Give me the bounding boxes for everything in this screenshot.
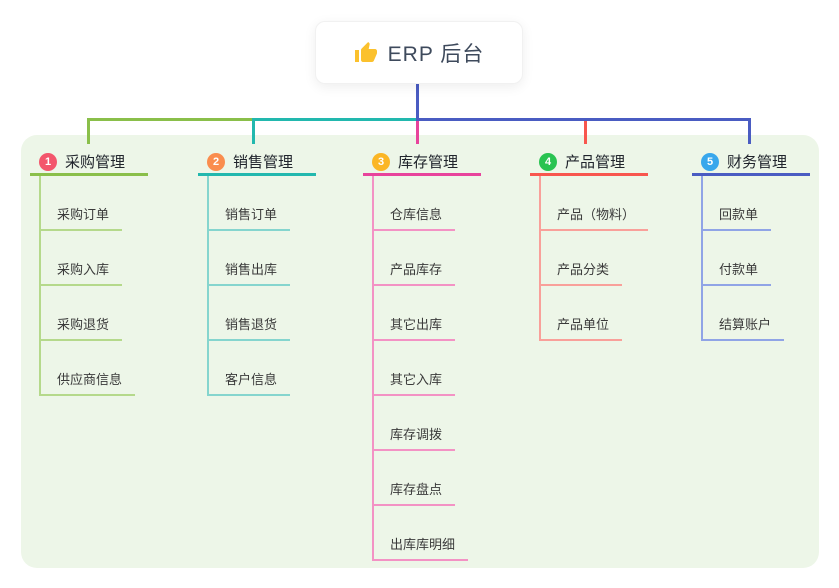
child-node-label: 库存盘点 [390,482,443,497]
child-node-label: 库存调拨 [390,427,443,442]
child-node[interactable]: 库存盘点 [372,476,456,506]
branch-label: 采购管理 [65,154,126,171]
thumbs-up-icon [354,41,378,65]
child-node-label: 采购入库 [57,262,110,277]
child-node[interactable]: 仓库信息 [372,201,456,231]
branches-panel [21,135,819,568]
child-node-label: 销售退货 [225,317,278,332]
child-node[interactable]: 付款单 [701,256,772,286]
branch-node-1[interactable]: 1 采购管理 [30,150,148,176]
child-node[interactable]: 结算账户 [701,311,785,341]
branch-trunk-line-4 [539,176,541,341]
branch-trunk-line-3 [372,176,374,561]
child-node-label: 销售订单 [225,207,278,222]
child-node-label: 产品分类 [557,262,610,277]
child-node[interactable]: 销售订单 [207,201,291,231]
branch-drop-4 [584,121,587,144]
branch-drop-3 [416,121,419,144]
child-node[interactable]: 库存调拨 [372,421,456,451]
bus-segment-2 [252,118,419,121]
bus-segment-3 [416,118,751,121]
child-node[interactable]: 其它出库 [372,311,456,341]
child-node[interactable]: 出库库明细 [372,531,469,561]
root-stem-line [416,84,419,121]
branch-number-badge: 4 [539,152,557,171]
branch-node-2[interactable]: 2 销售管理 [198,150,316,176]
child-node[interactable]: 其它入库 [372,366,456,396]
child-node[interactable]: 采购订单 [39,201,123,231]
child-node[interactable]: 销售出库 [207,256,291,286]
child-node-label: 其它入库 [390,372,443,387]
child-node-label: 仓库信息 [390,207,443,222]
child-node[interactable]: 销售退货 [207,311,291,341]
root-node-label: ERP 后台 [387,42,485,66]
child-node-label: 产品库存 [390,262,443,277]
branch-label: 财务管理 [727,154,788,171]
branch-number-badge: 1 [39,152,57,171]
bus-segment-1 [87,118,254,121]
child-node-label: 销售出库 [225,262,278,277]
child-node[interactable]: 产品分类 [539,256,623,286]
branch-number-badge: 3 [372,152,390,171]
root-node[interactable]: ERP 后台 [315,21,523,84]
child-node[interactable]: 采购退货 [39,311,123,341]
child-node-label: 出库库明细 [390,537,456,552]
branch-number-badge: 5 [701,152,719,171]
child-node-label: 付款单 [719,262,759,277]
child-node[interactable]: 产品单位 [539,311,623,341]
branch-number-badge: 2 [207,152,225,171]
child-node-label: 结算账户 [719,317,772,332]
child-node-label: 采购退货 [57,317,110,332]
branch-drop-2 [252,118,255,144]
branch-drop-5 [748,118,751,144]
branch-node-4[interactable]: 4 产品管理 [530,150,648,176]
child-node-label: 采购订单 [57,207,110,222]
child-node-label: 回款单 [719,207,759,222]
branch-drop-1 [87,118,90,144]
child-node[interactable]: 客户信息 [207,366,291,396]
branch-node-3[interactable]: 3 库存管理 [363,150,481,176]
child-node[interactable]: 供应商信息 [39,366,136,396]
branch-trunk-line-2 [207,176,209,396]
branch-label: 产品管理 [565,154,626,171]
branch-label: 库存管理 [398,154,459,171]
child-node[interactable]: 产品库存 [372,256,456,286]
child-node-label: 其它出库 [390,317,443,332]
branch-trunk-line-5 [701,176,703,341]
child-node-label: 产品单位 [557,317,610,332]
branch-trunk-line-1 [39,176,41,396]
child-node-label: 供应商信息 [57,372,123,387]
child-node[interactable]: 回款单 [701,201,772,231]
child-node[interactable]: 采购入库 [39,256,123,286]
child-node-label: 产品（物料） [557,207,636,222]
child-node-label: 客户信息 [225,372,278,387]
branch-node-5[interactable]: 5 财务管理 [692,150,810,176]
child-node[interactable]: 产品（物料） [539,201,649,231]
branch-label: 销售管理 [233,154,294,171]
